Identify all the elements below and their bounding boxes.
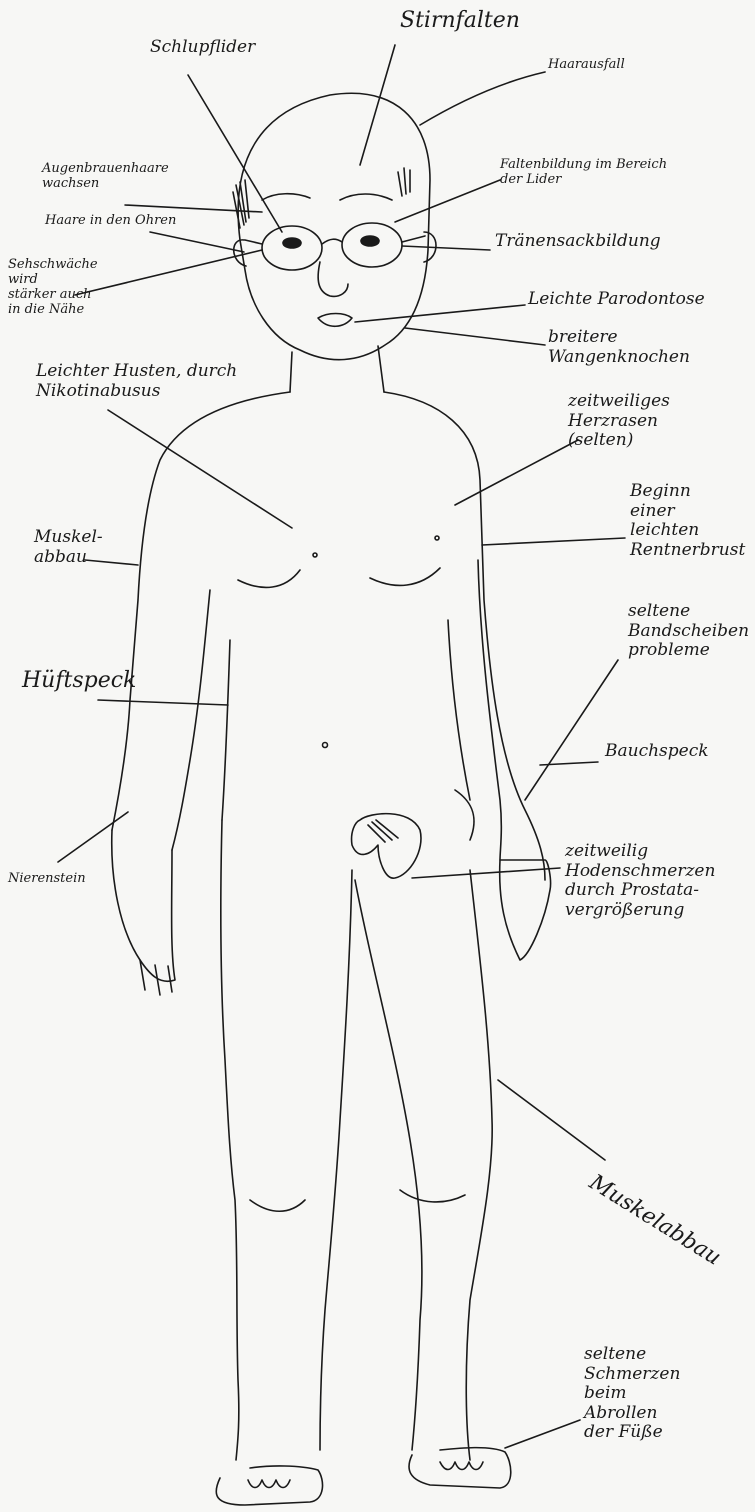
nipple-left bbox=[313, 553, 317, 557]
hand-right bbox=[500, 860, 551, 960]
nipple-right bbox=[435, 536, 439, 540]
foot-left bbox=[216, 1466, 322, 1505]
head-outline bbox=[238, 93, 430, 359]
knee-left bbox=[250, 1200, 305, 1211]
brow-right bbox=[340, 194, 392, 200]
torso-left bbox=[112, 392, 290, 830]
chest-left bbox=[238, 570, 300, 587]
label-parodontose: Leichte Parodontose bbox=[528, 290, 705, 310]
label-traenensack: Tränensackbildung bbox=[495, 232, 661, 252]
pointer-bandscheiben bbox=[525, 660, 618, 800]
pointer-stirnfalten bbox=[360, 45, 395, 165]
leg-right-inner bbox=[355, 880, 422, 1450]
pointer-muskelabbau2 bbox=[498, 1080, 605, 1160]
brow-left bbox=[262, 194, 310, 200]
hair-left bbox=[233, 180, 249, 228]
pointer-nierenstein bbox=[58, 812, 128, 862]
label-stirnfalten: Stirnfalten bbox=[400, 8, 520, 33]
pointer-parodontose bbox=[355, 305, 525, 322]
pointer-haarausfall bbox=[420, 72, 545, 125]
label-faltenbildung: Faltenbildung im Bereich der Lider bbox=[500, 158, 667, 188]
pointer-ohrhaare bbox=[150, 232, 244, 252]
label-augenbrauen: Augenbrauenhaare wachsen bbox=[42, 162, 169, 192]
waist-right bbox=[448, 620, 470, 800]
pointer-fuesse bbox=[505, 1420, 580, 1448]
label-husten: Leichter Husten, durch Nikotinabusus bbox=[36, 362, 237, 401]
glasses-temple-right bbox=[402, 236, 425, 242]
pointer-husten bbox=[108, 410, 292, 528]
label-sehschwaeche: Sehschwäche wird stärker auch in die Näh… bbox=[8, 258, 98, 318]
arm-left-outer bbox=[112, 830, 175, 981]
leg-right-outer bbox=[466, 870, 492, 1460]
glasses-temple-left bbox=[245, 240, 262, 244]
knee-right bbox=[400, 1190, 465, 1202]
label-muskelabbau1: Muskel- abbau bbox=[34, 528, 103, 567]
pointer-hodenschmerzen bbox=[412, 868, 560, 878]
pointer-wangenknochen bbox=[405, 328, 545, 345]
pointer-hueftspeck bbox=[98, 700, 228, 705]
waist-left bbox=[222, 640, 230, 820]
arm-right-inner bbox=[478, 560, 501, 860]
label-wangenknochen: breitere Wangenknochen bbox=[548, 328, 690, 367]
leg-left-inner bbox=[320, 870, 352, 1450]
pointer-sehschwaeche bbox=[75, 250, 262, 295]
belly-line bbox=[455, 790, 474, 840]
pointer-traenensack bbox=[402, 246, 490, 250]
eye-right bbox=[361, 236, 379, 246]
toes-left bbox=[248, 1480, 290, 1488]
label-nierenstein: Nierenstein bbox=[8, 872, 86, 887]
glasses-bridge bbox=[322, 239, 342, 244]
arm-left-inner bbox=[172, 590, 210, 850]
hair-right bbox=[398, 168, 410, 196]
eye-left bbox=[283, 238, 301, 248]
genitals bbox=[352, 814, 421, 879]
label-bauchspeck: Bauchspeck bbox=[605, 742, 709, 762]
mouth bbox=[318, 314, 352, 327]
navel bbox=[323, 743, 328, 748]
label-schlupflider: Schlupflider bbox=[150, 38, 255, 58]
toes-right bbox=[440, 1462, 483, 1470]
chest-right bbox=[370, 568, 440, 585]
label-rentnerbrust: Beginn einer leichten Rentnerbrust bbox=[630, 482, 745, 560]
label-hodenschmerzen: zeitweilig Hodenschmerzen durch Prostata… bbox=[565, 842, 715, 920]
label-haarausfall: Haarausfall bbox=[548, 58, 625, 73]
label-bandscheiben: seltene Bandscheiben probleme bbox=[628, 602, 749, 661]
label-hueftspeck: Hüftspeck bbox=[22, 668, 136, 693]
torso-right bbox=[384, 392, 545, 880]
foot-right bbox=[409, 1448, 511, 1488]
leg-left-outer bbox=[221, 820, 239, 1460]
label-ohrhaare: Haare in den Ohren bbox=[45, 214, 176, 229]
pointer-rentnerbrust bbox=[482, 538, 625, 545]
label-herzrasen: zeitweiliges Herzrasen (selten) bbox=[568, 392, 670, 451]
label-fuesse: seltene Schmerzen beim Abrollen der Füße bbox=[584, 1345, 680, 1443]
nose bbox=[318, 262, 348, 296]
genitals-shading bbox=[368, 820, 398, 842]
